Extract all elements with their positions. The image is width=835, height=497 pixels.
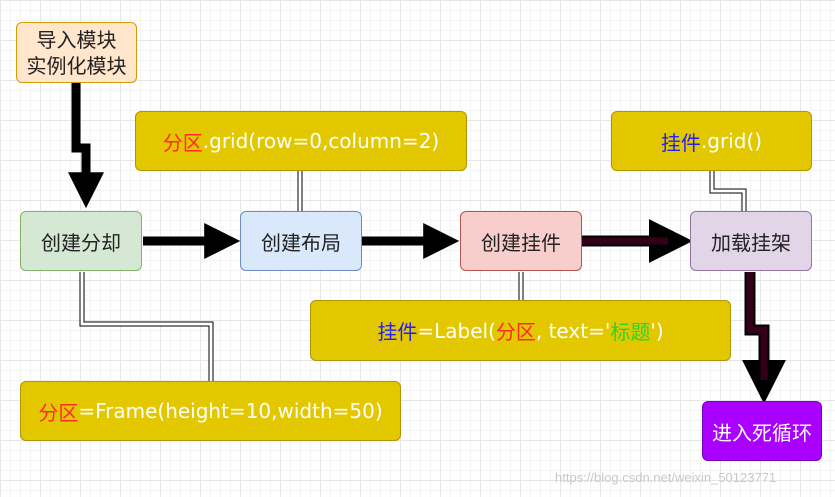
- mainloop-node[interactable]: 进入死循环: [702, 401, 822, 461]
- label-text-arg: , text=': [535, 318, 611, 343]
- label-title-keyword: 标题: [610, 320, 651, 344]
- arrow-import-to-partition: [68, 82, 104, 209]
- frame-keyword: 分区: [38, 400, 79, 425]
- create-layout-label: 创建布局: [261, 230, 341, 255]
- instantiate-module-label: 实例化模块: [26, 53, 127, 78]
- load-frame-label: 加载挂架: [711, 230, 791, 255]
- grid-partition-keyword: 分区: [162, 130, 203, 155]
- label-eq: =Label(: [417, 318, 496, 343]
- note-link-frame: [79, 272, 214, 381]
- import-module-node[interactable]: 导入模块 实例化模块: [16, 22, 137, 83]
- create-partition-node[interactable]: 创建分却: [20, 211, 142, 271]
- watermark: https://blog.csdn.net/weixin_50123771: [555, 470, 777, 485]
- label-partition-keyword: 分区: [495, 320, 536, 344]
- import-module-label: 导入模块: [36, 27, 117, 52]
- create-widget-node[interactable]: 创建挂件: [460, 211, 582, 271]
- grid-widget-code: .grid(): [700, 129, 763, 153]
- note-link-grid-widget: [709, 171, 747, 211]
- load-frame-node[interactable]: 加载挂架: [690, 211, 812, 271]
- create-partition-label: 创建分却: [41, 230, 121, 255]
- grid-partition-note[interactable]: 分区.grid(row=0,column=2): [135, 111, 467, 171]
- create-widget-label: 创建挂件: [481, 230, 561, 255]
- label-note[interactable]: 挂件=Label(分区, text='标题'): [310, 300, 731, 361]
- grid-partition-code: .grid(row=0,column=2): [202, 129, 440, 153]
- grid-widget-keyword: 挂件: [660, 130, 701, 155]
- label-close: '): [650, 318, 664, 343]
- label-widget-keyword: 挂件: [377, 320, 418, 344]
- frame-note[interactable]: 分区=Frame(height=10,width=50): [20, 381, 401, 441]
- frame-code: =Frame(height=10,width=50): [78, 399, 383, 423]
- mainloop-label: 进入死循环: [712, 420, 812, 445]
- grid-widget-note[interactable]: 挂件.grid(): [611, 111, 812, 171]
- create-layout-node[interactable]: 创建布局: [240, 211, 362, 271]
